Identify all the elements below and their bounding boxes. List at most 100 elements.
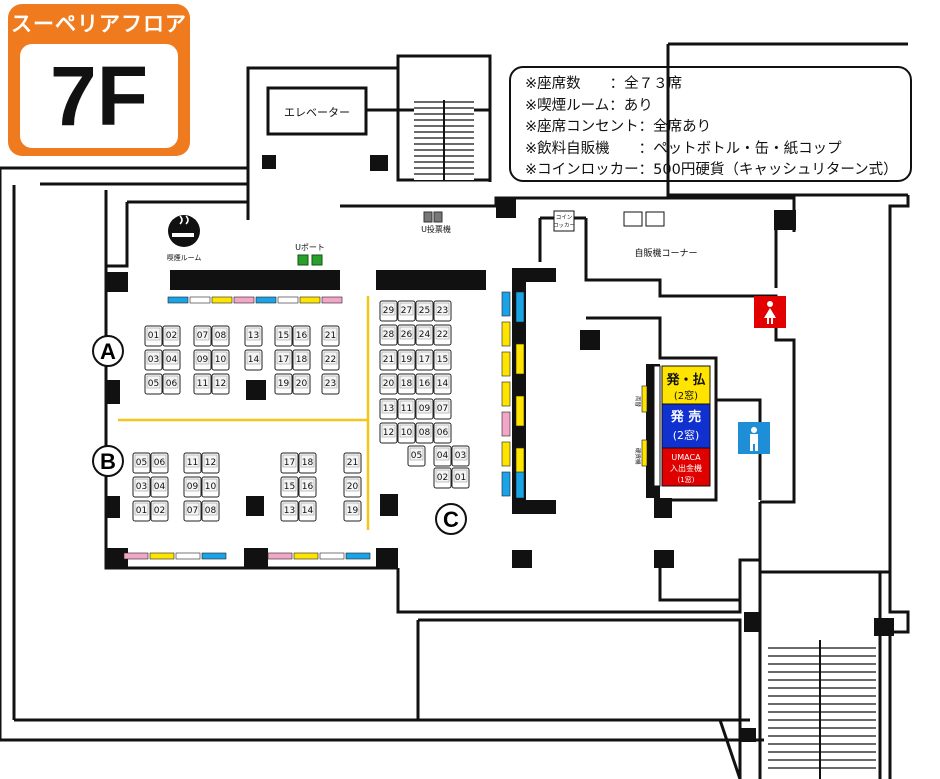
umaca-counter-sub1: 入出金機 <box>670 463 702 473</box>
seat-number: 08 <box>215 331 227 341</box>
a-seat-05[interactable]: 05 <box>144 373 163 395</box>
a-seat-19[interactable]: 19 <box>274 373 293 395</box>
c-seat-09[interactable]: 09 <box>415 398 434 420</box>
a-seat-09[interactable]: 09 <box>193 349 212 371</box>
seat-number: 12 <box>205 458 216 468</box>
b-seat-20[interactable]: 20 <box>343 476 362 498</box>
c-seat-13[interactable]: 13 <box>379 398 398 420</box>
c-seat-04[interactable]: 04 <box>433 445 452 467</box>
c-seat-07[interactable]: 07 <box>433 398 452 420</box>
seat-number: 18 <box>296 355 308 365</box>
coin-locker-icon <box>553 210 575 232</box>
a-seat-14[interactable]: 14 <box>244 349 263 371</box>
c-seat-29[interactable]: 29 <box>379 300 398 322</box>
a-seat-18[interactable]: 18 <box>292 349 311 371</box>
odds-monitor-strip <box>167 296 189 304</box>
odds-monitor-strip <box>501 381 511 407</box>
seat-number: 05 <box>136 458 147 468</box>
a-seat-13[interactable]: 13 <box>244 325 263 347</box>
seat-number: 10 <box>205 482 217 492</box>
seat-number: 22 <box>325 355 336 365</box>
seat-number: 17 <box>419 355 430 365</box>
c-seat-17[interactable]: 17 <box>415 349 434 371</box>
c-seat-28[interactable]: 28 <box>379 324 398 346</box>
c-seat-11[interactable]: 11 <box>397 398 416 420</box>
a-seat-12[interactable]: 12 <box>211 373 230 395</box>
a-seat-01[interactable]: 01 <box>144 325 163 347</box>
b-seat-14[interactable]: 14 <box>298 500 317 522</box>
c-seat-02[interactable]: 02 <box>433 467 452 489</box>
a-seat-22[interactable]: 22 <box>321 349 340 371</box>
c-seat-08[interactable]: 08 <box>415 422 434 444</box>
seat-number: 22 <box>437 330 448 340</box>
c-seat-16[interactable]: 16 <box>415 373 434 395</box>
a-seat-03[interactable]: 03 <box>144 349 163 371</box>
a-seat-20[interactable]: 20 <box>292 373 311 395</box>
b-seat-09[interactable]: 09 <box>183 476 202 498</box>
b-seat-16[interactable]: 16 <box>298 476 317 498</box>
c-seat-06[interactable]: 06 <box>433 422 452 444</box>
odds-monitor-strip <box>255 296 277 304</box>
c-seat-14[interactable]: 14 <box>433 373 452 395</box>
a-seat-07[interactable]: 07 <box>193 325 212 347</box>
c-seat-25[interactable]: 25 <box>415 300 434 322</box>
seat-number: 03 <box>148 355 159 365</box>
c-seat-22[interactable]: 22 <box>433 324 452 346</box>
odds-monitor-strip <box>149 552 175 560</box>
c-seat-21[interactable]: 21 <box>379 349 398 371</box>
b-seat-05[interactable]: 05 <box>132 452 151 474</box>
odds-monitor-strip <box>267 552 293 560</box>
b-seat-02[interactable]: 02 <box>150 500 169 522</box>
a-seat-17[interactable]: 17 <box>274 349 293 371</box>
a-seat-16[interactable]: 16 <box>292 325 311 347</box>
c-seat-15[interactable]: 15 <box>433 349 452 371</box>
b-seat-10[interactable]: 10 <box>201 476 220 498</box>
zone-markers: A B C <box>92 335 467 535</box>
c-seat-10[interactable]: 10 <box>397 422 416 444</box>
seat-number: 10 <box>215 355 227 365</box>
b-seat-18[interactable]: 18 <box>298 452 317 474</box>
b-seat-08[interactable]: 08 <box>201 500 220 522</box>
b-seat-19[interactable]: 19 <box>343 500 362 522</box>
b-seat-04[interactable]: 04 <box>150 476 169 498</box>
odds-monitor-strip <box>515 291 525 323</box>
b-seat-15[interactable]: 15 <box>280 476 299 498</box>
floor-badge-panel: 7F <box>20 44 178 148</box>
a-seat-15[interactable]: 15 <box>274 325 293 347</box>
b-seat-03[interactable]: 03 <box>132 476 151 498</box>
b-seat-06[interactable]: 06 <box>150 452 169 474</box>
b-seat-13[interactable]: 13 <box>280 500 299 522</box>
seat-number: 27 <box>401 306 412 316</box>
smoking-room-label: 喫煙ルーム <box>167 253 202 262</box>
a-seat-02[interactable]: 02 <box>162 325 181 347</box>
c-seat-12[interactable]: 12 <box>379 422 398 444</box>
a-seat-11[interactable]: 11 <box>193 373 212 395</box>
b-seat-11[interactable]: 11 <box>183 452 202 474</box>
seat-number: 14 <box>437 379 449 389</box>
a-seat-23[interactable]: 23 <box>321 373 340 395</box>
a-seat-08[interactable]: 08 <box>211 325 230 347</box>
c-seat-23[interactable]: 23 <box>433 300 452 322</box>
floor-number: 7F <box>49 49 149 143</box>
b-seat-12[interactable]: 12 <box>201 452 220 474</box>
info-box: ※座席数 ：全７３席 ※喫煙ルーム：あり ※座席コンセント：全席あり ※飲料自販… <box>509 66 912 182</box>
c-seat-19[interactable]: 19 <box>397 349 416 371</box>
c-seat-01[interactable]: 01 <box>451 467 470 489</box>
odds-monitor-strip <box>201 552 227 560</box>
c-seat-27[interactable]: 27 <box>397 300 416 322</box>
c-seat-26[interactable]: 26 <box>397 324 416 346</box>
c-seat-20[interactable]: 20 <box>379 373 398 395</box>
c-seat-05[interactable]: 05 <box>407 445 426 467</box>
b-seat-01[interactable]: 01 <box>132 500 151 522</box>
a-seat-06[interactable]: 06 <box>162 373 181 395</box>
b-seat-21[interactable]: 21 <box>343 452 362 474</box>
b-seat-17[interactable]: 17 <box>280 452 299 474</box>
c-seat-03[interactable]: 03 <box>451 445 470 467</box>
c-seat-24[interactable]: 24 <box>415 324 434 346</box>
a-seat-04[interactable]: 04 <box>162 349 181 371</box>
a-seat-10[interactable]: 10 <box>211 349 230 371</box>
c-seat-18[interactable]: 18 <box>397 373 416 395</box>
zone-c-marker <box>435 503 467 535</box>
b-seat-07[interactable]: 07 <box>183 500 202 522</box>
a-seat-21[interactable]: 21 <box>321 325 340 347</box>
